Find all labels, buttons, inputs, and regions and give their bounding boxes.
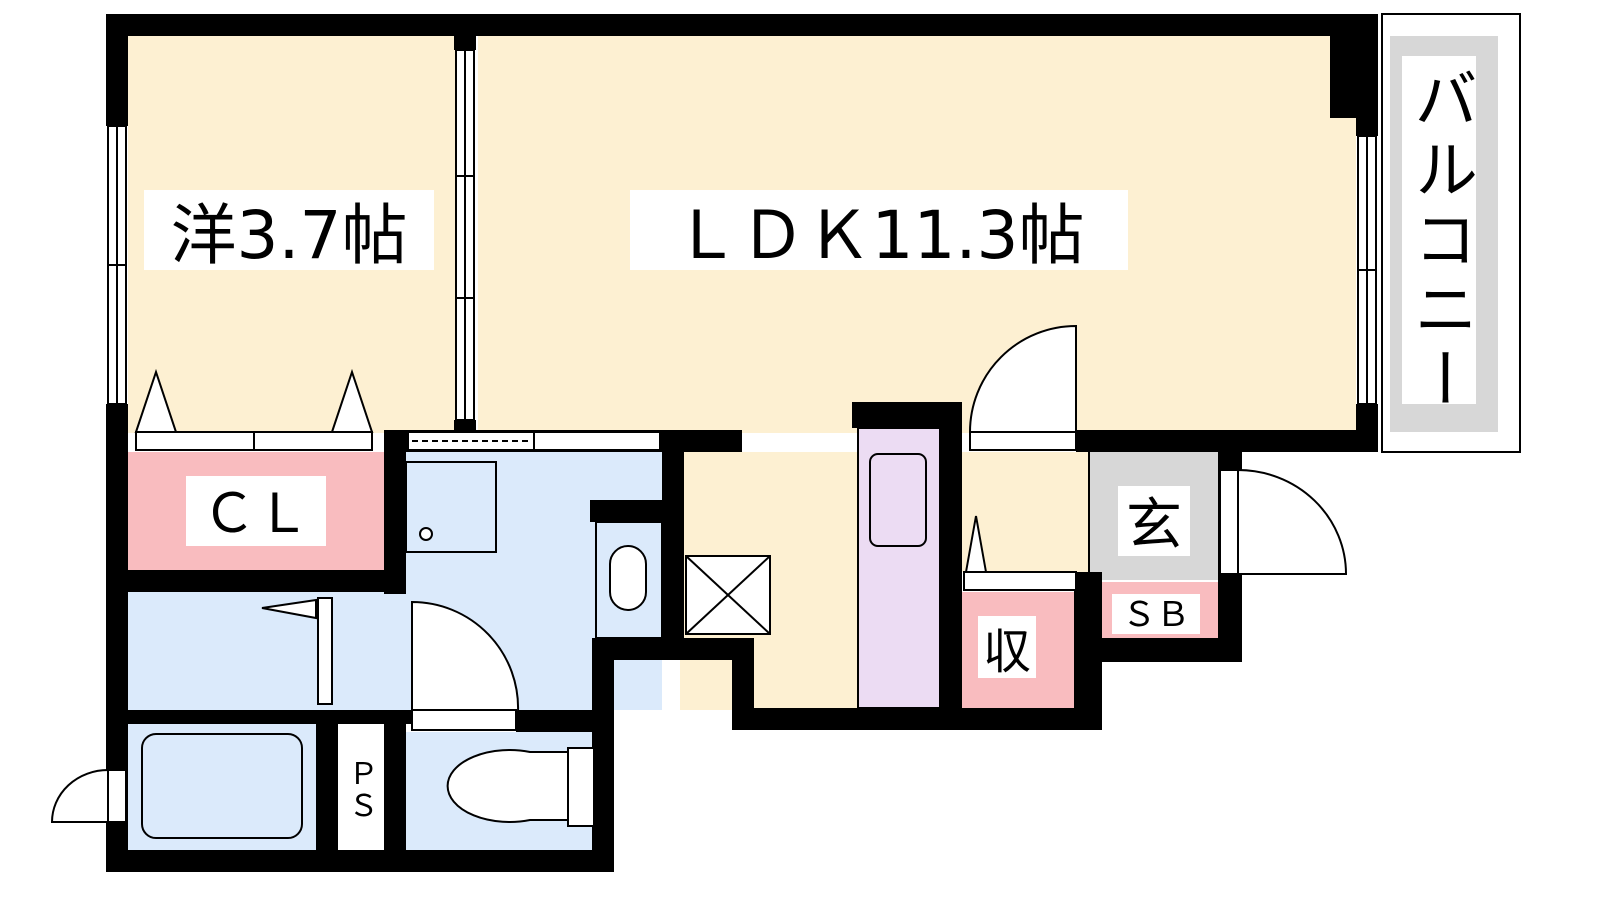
- storage-door: [963, 515, 1077, 591]
- wall-toilet-right: [592, 640, 614, 872]
- closet-label-bg: [186, 476, 326, 546]
- balcony-label: バルコニー: [1403, 66, 1477, 416]
- window-left: [107, 125, 127, 405]
- drain-icon: [419, 527, 433, 541]
- walls: [106, 14, 1378, 872]
- basin-icon: [609, 545, 647, 611]
- window-right: [1357, 135, 1377, 405]
- wall-step-top: [592, 638, 754, 660]
- kitchen-sink-icon: [869, 453, 927, 547]
- wall-closet-right: [384, 430, 406, 594]
- sliding-partition: [455, 49, 475, 421]
- wall-sb-bottom: [1074, 638, 1242, 662]
- wall-toilet-top: [516, 710, 614, 732]
- wall-partition-top: [454, 14, 476, 50]
- wall-top: [106, 14, 1378, 36]
- washing-machine-space: [405, 461, 497, 553]
- wall-ps-right: [384, 710, 406, 870]
- wall-partition-bottom: [454, 420, 476, 432]
- wall-wash-right: [662, 452, 684, 640]
- wall-right-post: [1330, 36, 1378, 118]
- wall-step-right: [732, 638, 754, 730]
- wall-bath-top: [106, 710, 412, 724]
- bathroom-door: [261, 597, 333, 705]
- entrance-label-bg: [1118, 486, 1190, 556]
- wall-ps-left: [316, 710, 338, 870]
- entrance-label: 玄: [1126, 493, 1182, 558]
- pipe-space-label: ＰＳ: [343, 758, 378, 822]
- storage-label-bg: [978, 616, 1036, 678]
- wall-left-mid: [106, 404, 128, 870]
- ldk-label-bg: [630, 190, 1128, 270]
- wall-left-top: [106, 14, 128, 126]
- pipe-space-fill: [338, 722, 388, 850]
- ldk-door: [968, 324, 1077, 451]
- western-room-label: 洋3.7帖: [171, 197, 408, 274]
- corridor-fill: [128, 592, 406, 710]
- storage-label: 収: [983, 624, 1031, 680]
- shoe-box-label: ＳＢ: [1122, 595, 1190, 635]
- washroom-sliding-door: [407, 431, 661, 451]
- shoe-box-label-bg: [1112, 594, 1200, 634]
- toilet-door: [411, 600, 520, 731]
- wall-bottom-left: [106, 850, 614, 872]
- toilet-icon: [446, 747, 595, 827]
- wall-ldk-bottom: [732, 708, 1074, 730]
- wall-closet-bottom: [106, 570, 406, 592]
- bathtub-icon: [141, 733, 303, 839]
- bath-exterior-door: [50, 768, 127, 823]
- wall-kitchen-mid: [940, 402, 962, 712]
- western-label-bg: [144, 190, 434, 270]
- closet-doors: [134, 368, 374, 451]
- ldk-room-label: ＬＤＫ11.3帖: [674, 197, 1085, 274]
- closet-label: ＣＬ: [202, 482, 310, 545]
- wall-wash-inner: [590, 500, 680, 522]
- fridge-space: [685, 555, 771, 635]
- balcony-label-bg: [1402, 56, 1476, 404]
- wall-ldk-bottom-right: [1076, 430, 1378, 452]
- entrance-door: [1219, 468, 1348, 575]
